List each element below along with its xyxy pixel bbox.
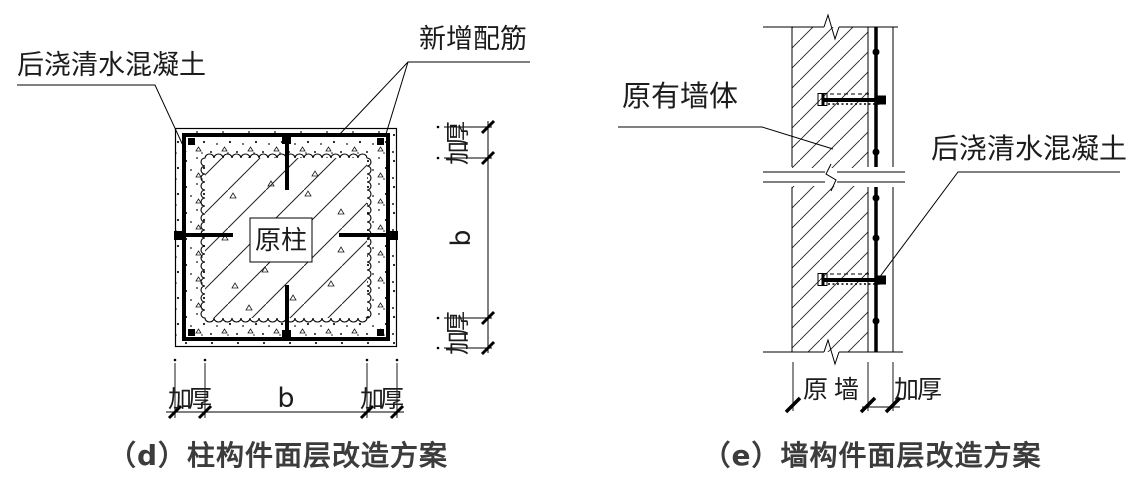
tie-bars [177, 136, 395, 338]
wall-section-diagram: 原有墙体 后浇清水混凝土 原墙 加厚 （e）墙构件面层改造方案 [618, 13, 1127, 472]
wall-caption: （e）墙构件面层改造方案 [703, 439, 1042, 472]
column-section-diagram: 原柱 后浇清水混凝土 新增配筋 加厚 b 加厚 [17, 24, 530, 472]
dim-thicken-right: 加厚 [360, 385, 404, 413]
original-wall-label: 原有墙体 [622, 79, 738, 113]
dimension-ticks [167, 404, 405, 420]
column-bottom-dimension: 加厚 b 加厚 [166, 358, 405, 420]
dim-b-right: b [446, 229, 477, 246]
column-caption: （d）柱构件面层改造方案 [108, 439, 448, 472]
wall-concrete-leader-line [878, 171, 1120, 279]
concrete-leader-line [17, 84, 187, 153]
rebar-leader-line-1 [337, 61, 530, 137]
tie-anchor-heads [174, 136, 398, 338]
wall-edges [791, 27, 894, 352]
column-right-dimension: 加厚 b 加厚 [436, 119, 496, 356]
original-wall-leader-line [618, 126, 834, 150]
rebar-leader-line-2 [385, 61, 409, 135]
roughened-surface-outline [200, 153, 372, 323]
column-concrete-label: 后浇清水混凝土 [17, 50, 206, 81]
dim-thicken-top: 加厚 [444, 121, 472, 165]
break-lines [763, 13, 905, 366]
wall-vertical-rebar [872, 27, 880, 352]
wall-bottom-dimension: 原墙 加厚 [784, 362, 942, 414]
added-rebar-label: 新增配筋 [419, 24, 527, 55]
dim-b-bottom: b [277, 383, 294, 414]
corner-rebar-dots [188, 138, 384, 336]
dimension-ticks [784, 396, 902, 414]
original-column-label-box [249, 217, 313, 263]
aggregate-specks [221, 170, 345, 311]
dim-original-wall: 原墙 [803, 375, 859, 404]
dimension-ticks [480, 119, 496, 356]
wall-concrete-label: 后浇清水混凝土 [931, 132, 1127, 165]
original-column-label: 原柱 [255, 226, 307, 256]
dim-thicken-bottom: 加厚 [444, 311, 472, 355]
dim-thicken-left: 加厚 [168, 385, 212, 413]
dim-thicken-wall: 加厚 [894, 375, 942, 404]
